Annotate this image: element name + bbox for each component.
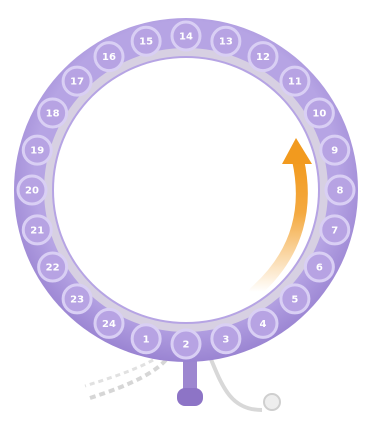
pill-position-11: 11 [281,67,309,95]
pill-position-8: 8 [326,176,354,204]
pill-number: 7 [331,225,338,236]
pill-number: 1 [143,334,150,345]
pill-position-9: 9 [321,136,349,164]
pill-position-12: 12 [249,43,277,71]
pill-number: 2 [183,340,190,351]
pill-number: 8 [337,186,344,197]
pill-number: 9 [331,146,338,157]
pill-number: 15 [139,37,153,48]
pill-position-14: 14 [172,22,200,50]
pill-number: 21 [30,225,44,236]
pill-position-19: 19 [23,136,51,164]
pill-position-22: 22 [39,253,67,281]
pill-position-7: 7 [321,216,349,244]
pill-position-3: 3 [212,325,240,353]
pill-position-17: 17 [63,67,91,95]
pill-position-15: 15 [132,27,160,55]
pill-number: 23 [70,294,84,305]
pill-position-20: 20 [18,176,46,204]
pill-position-16: 16 [95,43,123,71]
pill-position-10: 10 [305,99,333,127]
pill-number: 19 [30,146,44,157]
pill-number: 13 [219,37,233,48]
pill-position-1: 1 [132,325,160,353]
pill-position-4: 4 [249,309,277,337]
pill-number: 22 [46,263,60,274]
cord-end-icon [264,394,280,410]
pill-number: 6 [316,263,323,274]
pill-number: 16 [102,52,116,63]
pill-number: 11 [288,77,302,88]
pill-number: 18 [46,109,60,120]
pill-number: 3 [222,334,229,345]
pill-position-21: 21 [23,216,51,244]
cord-right [208,352,262,410]
pill-number: 5 [291,294,298,305]
pill-number: 14 [179,32,193,43]
pill-position-24: 24 [95,309,123,337]
pill-position-13: 13 [212,27,240,55]
pill-number: 12 [256,52,270,63]
pill-number: 17 [70,77,84,88]
pill-position-18: 18 [39,99,67,127]
pill-position-6: 6 [305,253,333,281]
pill-number: 20 [25,186,39,197]
pill-number: 24 [102,319,116,330]
pill-number: 10 [312,109,326,120]
wheel-center [54,58,318,322]
pill-position-2: 2 [172,330,200,358]
pill-number: 4 [260,319,267,330]
pill-position-23: 23 [63,285,91,313]
pill-position-5: 5 [281,285,309,313]
